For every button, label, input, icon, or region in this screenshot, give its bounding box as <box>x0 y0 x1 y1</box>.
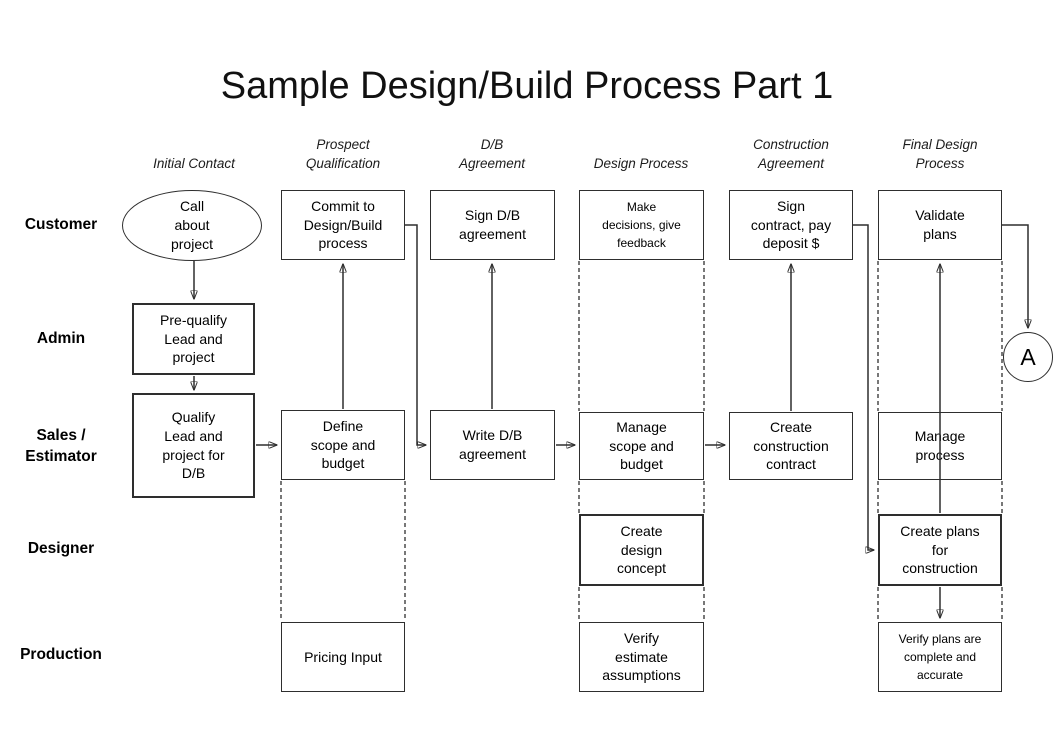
phase-header-prospect-qualification: Prospect Qualification <box>305 137 381 172</box>
phase-header-db-agreement: D/B Agreement <box>458 137 526 172</box>
phase-header-final-design-process: Final Design Process <box>902 137 978 172</box>
lane-label-sales-estimator: Sales / Estimator <box>25 427 97 465</box>
node-create-construction-contract: Create construction contract <box>729 412 853 480</box>
node-define-scope-and-budget: Define scope and budget <box>281 410 405 480</box>
node-sign-contract-pay-deposit: Sign contract, pay deposit $ <box>729 190 853 260</box>
arrow-sign-contract-to-create-plans <box>853 224 874 550</box>
lane-label-designer: Designer <box>27 540 95 557</box>
lane-label-customer: Customer <box>24 216 98 233</box>
node-qualify-lead-for-db: Qualify Lead and project for D/B <box>132 393 255 498</box>
node-sign-db-agreement: Sign D/B agreement <box>430 190 555 260</box>
phase-header-initial-contact: Initial Contact <box>153 156 235 172</box>
lane-label-admin: Admin <box>36 330 86 347</box>
dashed-links-prospect-column <box>280 481 406 621</box>
phase-header-construction-agreement: Construction Agreement <box>753 137 829 172</box>
node-commit-to-design-build: Commit to Design/Build process <box>281 190 405 260</box>
lane-label-production: Production <box>20 646 102 663</box>
node-prequalify-lead: Pre-qualify Lead and project <box>132 303 255 375</box>
node-make-decisions-give-feedback: Make decisions, give feedback <box>579 190 704 260</box>
page-title: Sample Design/Build Process Part 1 <box>220 65 834 107</box>
node-verify-plans-complete: Verify plans are complete and accurate <box>878 622 1002 692</box>
node-pricing-input: Pricing Input <box>281 622 405 692</box>
offpage-connector-a: A <box>1003 332 1053 382</box>
arrow-validate-to-connector-a <box>1002 224 1028 328</box>
arrow-commit-to-write-agreement <box>405 224 426 445</box>
node-create-plans-for-construction: Create plans for construction <box>878 514 1002 586</box>
node-call-about-project: Call about project <box>122 190 262 261</box>
phase-header-design-process: Design Process <box>593 156 689 172</box>
node-verify-estimate-assumptions: Verify estimate assumptions <box>579 622 704 692</box>
node-validate-plans: Validate plans <box>878 190 1002 260</box>
node-manage-process: Manage process <box>878 412 1002 480</box>
node-manage-scope-and-budget: Manage scope and budget <box>579 412 704 480</box>
node-write-db-agreement: Write D/B agreement <box>430 410 555 480</box>
node-create-design-concept: Create design concept <box>579 514 704 586</box>
